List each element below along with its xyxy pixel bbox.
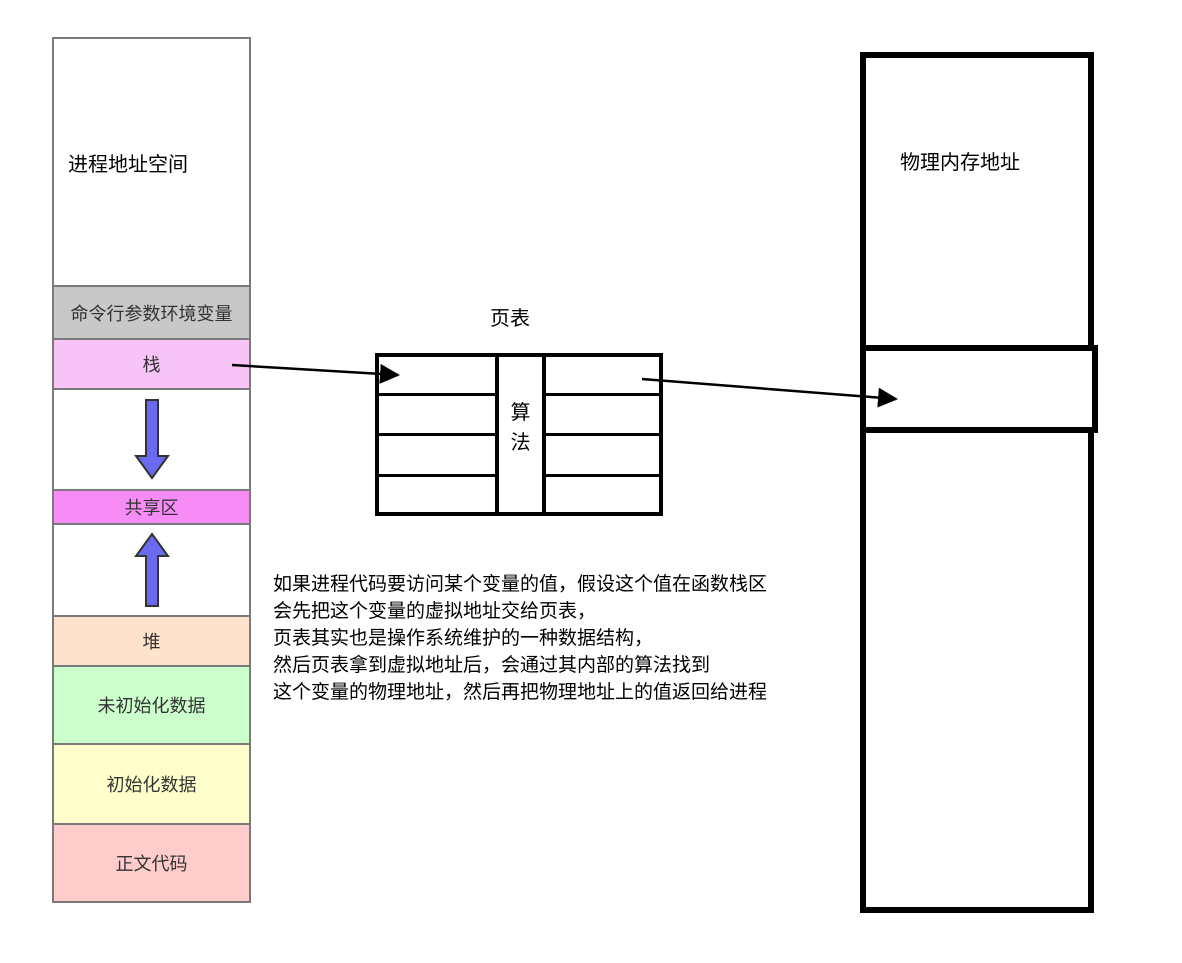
process-address-space: 进程地址空间 命令行参数环境变量 栈 共享区 堆 未初始化数据 初始化数据 正文… bbox=[52, 37, 251, 903]
page-table-row-line bbox=[379, 474, 495, 477]
segment-stack-label: 栈 bbox=[142, 355, 161, 376]
algorithm-char-2: 法 bbox=[510, 430, 531, 454]
description-line: 页表其实也是操作系统维护的一种数据结构， bbox=[273, 627, 654, 649]
segment-data-label: 初始化数据 bbox=[106, 775, 197, 796]
segment-heap: 堆 bbox=[54, 615, 249, 665]
stack-growth-area bbox=[54, 388, 249, 489]
arrow-down-icon bbox=[133, 398, 170, 480]
arrow-stack-to-page-table bbox=[231, 363, 400, 384]
page-table-divider-left bbox=[495, 357, 499, 512]
segment-env-label: 命令行参数环境变量 bbox=[70, 303, 233, 325]
page-table-row-line bbox=[546, 433, 663, 436]
description-line: 会先把这个变量的虚拟地址交给页表， bbox=[273, 600, 597, 622]
heap-growth-area bbox=[54, 523, 249, 615]
arrow-page-table-to-physical bbox=[641, 377, 898, 408]
page-table-row-line bbox=[379, 393, 495, 396]
description-text: 如果进程代码要访问某个变量的值，假设这个值在函数栈区 会先把这个变量的虚拟地址交… bbox=[273, 571, 767, 706]
process-address-space-label: 进程地址空间 bbox=[68, 151, 188, 176]
segment-stack: 栈 bbox=[54, 338, 249, 388]
segment-env: 命令行参数环境变量 bbox=[54, 285, 249, 338]
description-line: 如果进程代码要访问某个变量的值，假设这个值在函数栈区 bbox=[273, 573, 768, 595]
page-table-algorithm: 算 法 bbox=[499, 397, 542, 457]
physical-memory-bottom bbox=[860, 427, 1094, 913]
page-table-divider-right bbox=[542, 357, 546, 512]
description-line: 然后页表拿到虚拟地址后，会通过其内部的算法找到 bbox=[273, 654, 711, 676]
segment-heap-label: 堆 bbox=[142, 632, 161, 653]
page-table-row-line bbox=[546, 393, 663, 396]
segment-shared-label: 共享区 bbox=[124, 498, 179, 519]
process-address-space-title: 进程地址空间 bbox=[54, 39, 249, 285]
physical-memory-title: 物理内存地址 bbox=[900, 150, 1020, 174]
segment-bss-label: 未初始化数据 bbox=[97, 696, 206, 717]
segment-bss: 未初始化数据 bbox=[54, 665, 249, 743]
page-table-title: 页表 bbox=[490, 306, 530, 330]
arrow-up-icon bbox=[133, 532, 170, 607]
algorithm-char-1: 算 bbox=[510, 400, 531, 424]
page-table-row-line bbox=[379, 433, 495, 436]
page-table: 算 法 bbox=[375, 353, 663, 516]
description-line: 这个变量的物理地址，然后再把物理地址上的值返回给进程 bbox=[273, 681, 768, 703]
segment-shared: 共享区 bbox=[54, 489, 249, 523]
page-table-row-line bbox=[546, 474, 663, 477]
segment-text: 正文代码 bbox=[54, 823, 249, 901]
segment-text-label: 正文代码 bbox=[115, 854, 188, 875]
segment-data: 初始化数据 bbox=[54, 743, 249, 823]
